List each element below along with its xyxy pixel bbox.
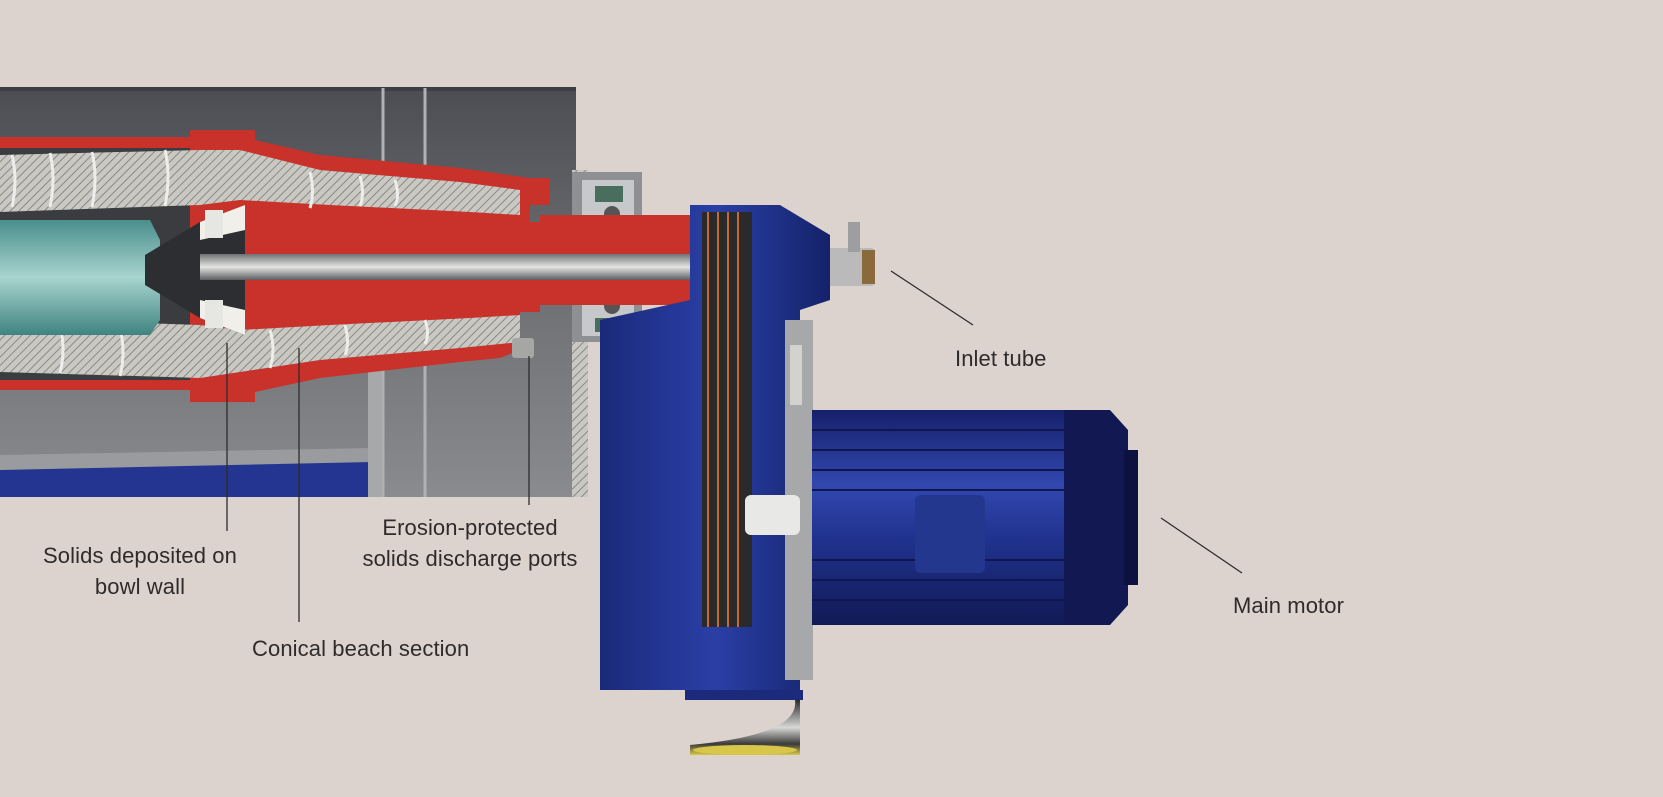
inlet-tube-label: Inlet tube bbox=[955, 343, 1047, 374]
solids-deposited-line-1: Solids deposited on bbox=[43, 543, 237, 568]
discharge-ports-line-1: Erosion-protected bbox=[382, 515, 558, 540]
discharge-ports-line-2: solids discharge ports bbox=[362, 546, 578, 571]
conical-beach-label: Conical beach section bbox=[252, 633, 469, 664]
solids-deposited-line-2: bowl wall bbox=[94, 574, 186, 599]
discharge-ports-label: Erosion-protected solids discharge ports bbox=[351, 512, 589, 574]
main-motor-label-text: Main motor bbox=[1233, 593, 1345, 618]
vibration-damper bbox=[685, 690, 803, 755]
solids-deposited-label: Solids deposited on bowl wall bbox=[35, 540, 245, 602]
inlet-tube-label-text: Inlet tube bbox=[955, 346, 1047, 371]
belt-pulley bbox=[702, 212, 800, 627]
main-motor bbox=[812, 410, 1138, 625]
leader-inlet-tube bbox=[890, 270, 974, 326]
leader-main-motor bbox=[1160, 517, 1243, 574]
conical-beach-label-text: Conical beach section bbox=[252, 636, 470, 661]
main-motor-label: Main motor bbox=[1233, 590, 1344, 621]
